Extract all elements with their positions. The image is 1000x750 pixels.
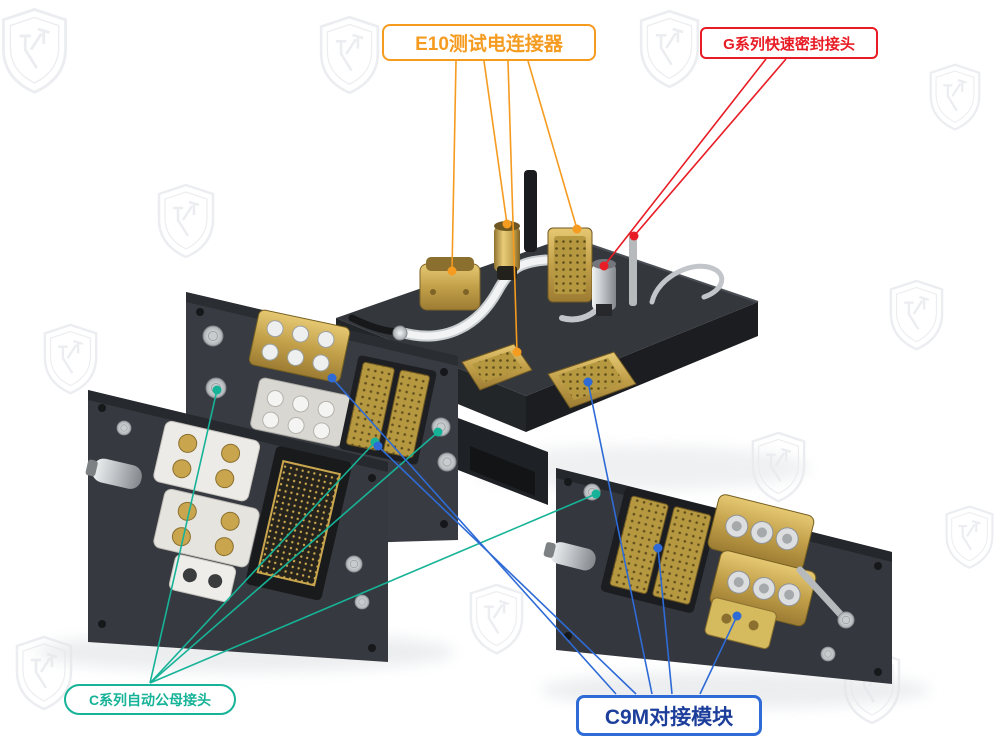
callout-c-series-connector: C系列自动公母接头 [64,684,236,715]
callout-e10-label: E10测试电连接器 [415,34,563,55]
callout-c-label: C系列自动公母接头 [88,691,212,708]
c-series-socket-block-3 [168,554,237,602]
g-series-tube [629,232,637,306]
callout-g-series-seal-connector: G系列快速密封接头 [700,27,878,59]
callout-dot [629,231,639,241]
e10-rect-connector [547,227,593,303]
handle-rod [649,263,725,305]
callout-dot [583,377,593,387]
leader-lines-c9m [327,373,742,695]
callout-dot [447,266,457,276]
callout-c9m-label: C9M对接模块 [604,705,734,729]
callout-dot [512,347,522,357]
c-series-barrel-connector [85,458,142,489]
panel-bolt [437,452,457,472]
leader-lines-e10 [447,60,582,357]
callout-c9m-docking-module: C9M对接模块 [576,695,762,736]
callout-dot [373,441,383,451]
platform-connectors [348,170,725,409]
callout-dot [572,224,582,234]
callout-g-label: G系列快速密封接头 [723,35,855,53]
long-bolt-rod [796,566,846,620]
e10-test-connector-box [419,257,481,311]
callout-dot [327,373,337,383]
c-series-socket-block-1 [153,420,261,502]
panel-bolt [354,594,370,610]
c-series-module-gold [248,309,351,383]
panel-bolt [820,646,836,662]
callout-dot [732,611,742,621]
e10-cylindrical-connector [494,221,520,280]
c9m-small-module [704,597,777,650]
right-connector-panel [543,468,892,684]
callout-dot [433,427,443,437]
c-series-socket-module-1 [707,494,815,571]
callout-dot [212,385,222,395]
panel-bolt [116,420,132,436]
callout-dot [653,543,663,553]
callout-dot [502,219,512,229]
panel-bolt [345,555,363,573]
callout-dot [591,489,601,499]
left-connector-panel [85,390,388,662]
c-series-module-white [250,377,351,447]
panel-bolt [837,611,855,629]
c9m-docking-modules-front [339,355,437,465]
callout-dot [599,261,609,271]
leader-lines-g [599,58,787,271]
c-series-barrel-connector-right [543,542,596,571]
panel-bolt [202,325,224,347]
callout-e10-test-connector: E10测试电连接器 [382,24,596,61]
leader-lines-c [149,385,601,684]
vertical-bar-connector [524,170,537,252]
